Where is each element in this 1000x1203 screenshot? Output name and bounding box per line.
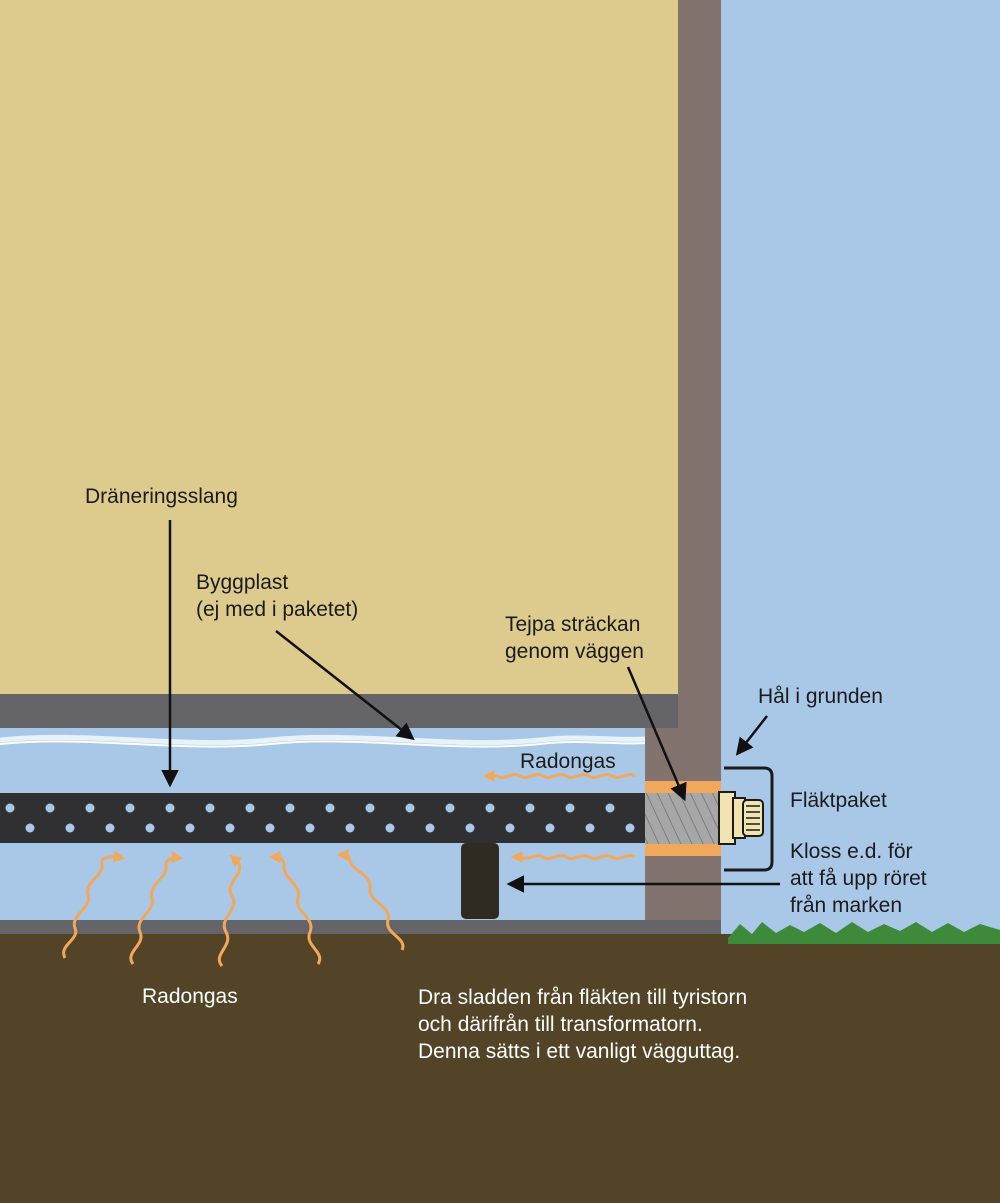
grass-icon (728, 922, 1000, 944)
radon-wave-arrow (62, 850, 126, 959)
foundation-wall (678, 0, 721, 922)
floor-fill (0, 0, 678, 694)
radon-pipe-arrows (482, 770, 636, 863)
radon-wave-arrow (482, 770, 636, 782)
pointer-arrow (735, 715, 768, 756)
pointer-arrow (626, 666, 687, 802)
radon-wave-arrow (510, 851, 636, 863)
tape-bottom (645, 844, 721, 856)
tape-top (645, 781, 721, 793)
fan-package-bracket (724, 766, 774, 872)
label-byggplast-line1: Byggplast (196, 571, 288, 594)
pointer-arrows (161, 520, 780, 893)
drainage-pipe-holes (0, 793, 646, 843)
label-kloss-line2: att få upp röret (790, 867, 927, 890)
label-draneringsslang: Dräneringsslang (85, 485, 238, 508)
pointer-arrow (275, 630, 415, 741)
label-kloss-line1: Kloss e.d. för (790, 840, 913, 863)
label-hal-i-grunden: Hål i grunden (758, 685, 883, 708)
building-plastic (0, 734, 646, 746)
floor-slab (0, 694, 678, 728)
radon-wave-arrow (336, 849, 405, 951)
building-plastic-highlight (0, 740, 646, 748)
radon-ground-arrows (62, 849, 405, 967)
radon-wave-arrow (218, 854, 243, 967)
label-radongas-ground: Radongas (142, 985, 238, 1008)
radon-wave-arrow (268, 851, 322, 965)
radon-wave-arrow (129, 851, 184, 965)
label-radongas-pipe: Radongas (520, 750, 616, 773)
label-instruction-line2: och därifrån till transformatorn. (418, 1013, 703, 1036)
label-byggplast-line2: (ej med i paketet) (196, 598, 358, 621)
label-tejpa-line2: genom väggen (505, 640, 644, 663)
support-block (461, 843, 499, 919)
fan-icon (718, 791, 764, 845)
label-tejpa-line1: Tejpa sträckan (505, 613, 640, 636)
label-kloss-line3: från marken (790, 894, 902, 917)
label-instruction-line3: Denna sätts i ett vanligt vägguttag. (418, 1040, 740, 1063)
ground-strip (0, 920, 721, 936)
soil (0, 934, 1000, 1203)
label-flaktpaket: Fläktpaket (790, 789, 887, 812)
label-instruction-line1: Dra sladden från fläkten till tyristorn (418, 986, 747, 1009)
